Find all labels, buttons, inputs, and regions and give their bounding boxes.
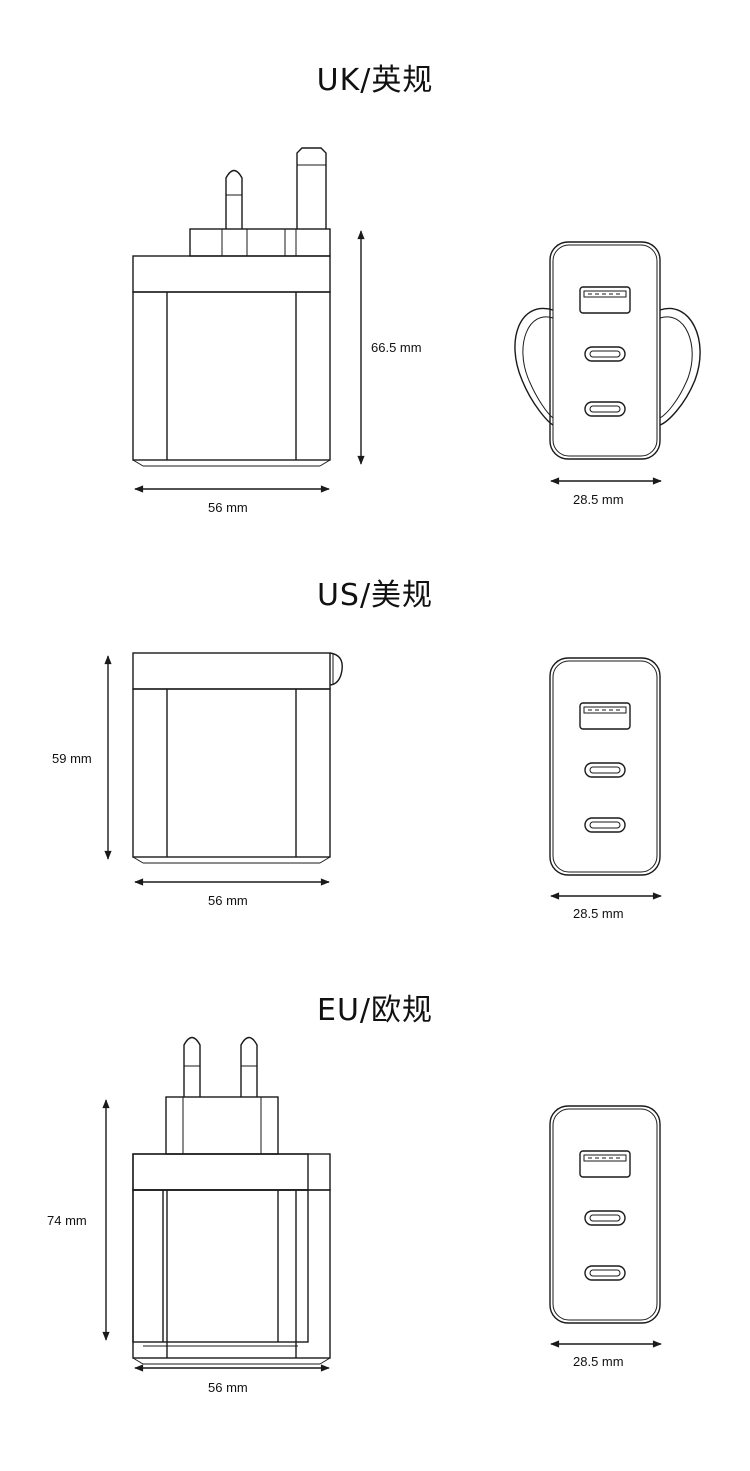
us-side-view	[132, 652, 343, 864]
us-depth-label: 28.5 mm	[573, 906, 624, 921]
uk-width-label: 56 mm	[208, 500, 248, 515]
uk-section-title: UK/英规	[316, 63, 434, 98]
eu-height-label: 74 mm	[47, 1213, 87, 1228]
eu-side-view	[132, 1036, 331, 1365]
uk-front-view	[514, 241, 701, 460]
uk-height-label: 66.5 mm	[371, 340, 422, 355]
us-width-label: 56 mm	[208, 893, 248, 908]
us-height-label: 59 mm	[52, 751, 92, 766]
eu-depth-label: 28.5 mm	[573, 1354, 624, 1369]
us-section-title: US/美规	[316, 578, 434, 613]
uk-side-view	[132, 147, 331, 467]
us-front-view	[549, 657, 661, 876]
eu-front-view	[549, 1105, 661, 1324]
uk-depth-label: 28.5 mm	[573, 492, 624, 507]
eu-section-title: EU/欧规	[316, 993, 434, 1028]
eu-width-label: 56 mm	[208, 1380, 248, 1395]
